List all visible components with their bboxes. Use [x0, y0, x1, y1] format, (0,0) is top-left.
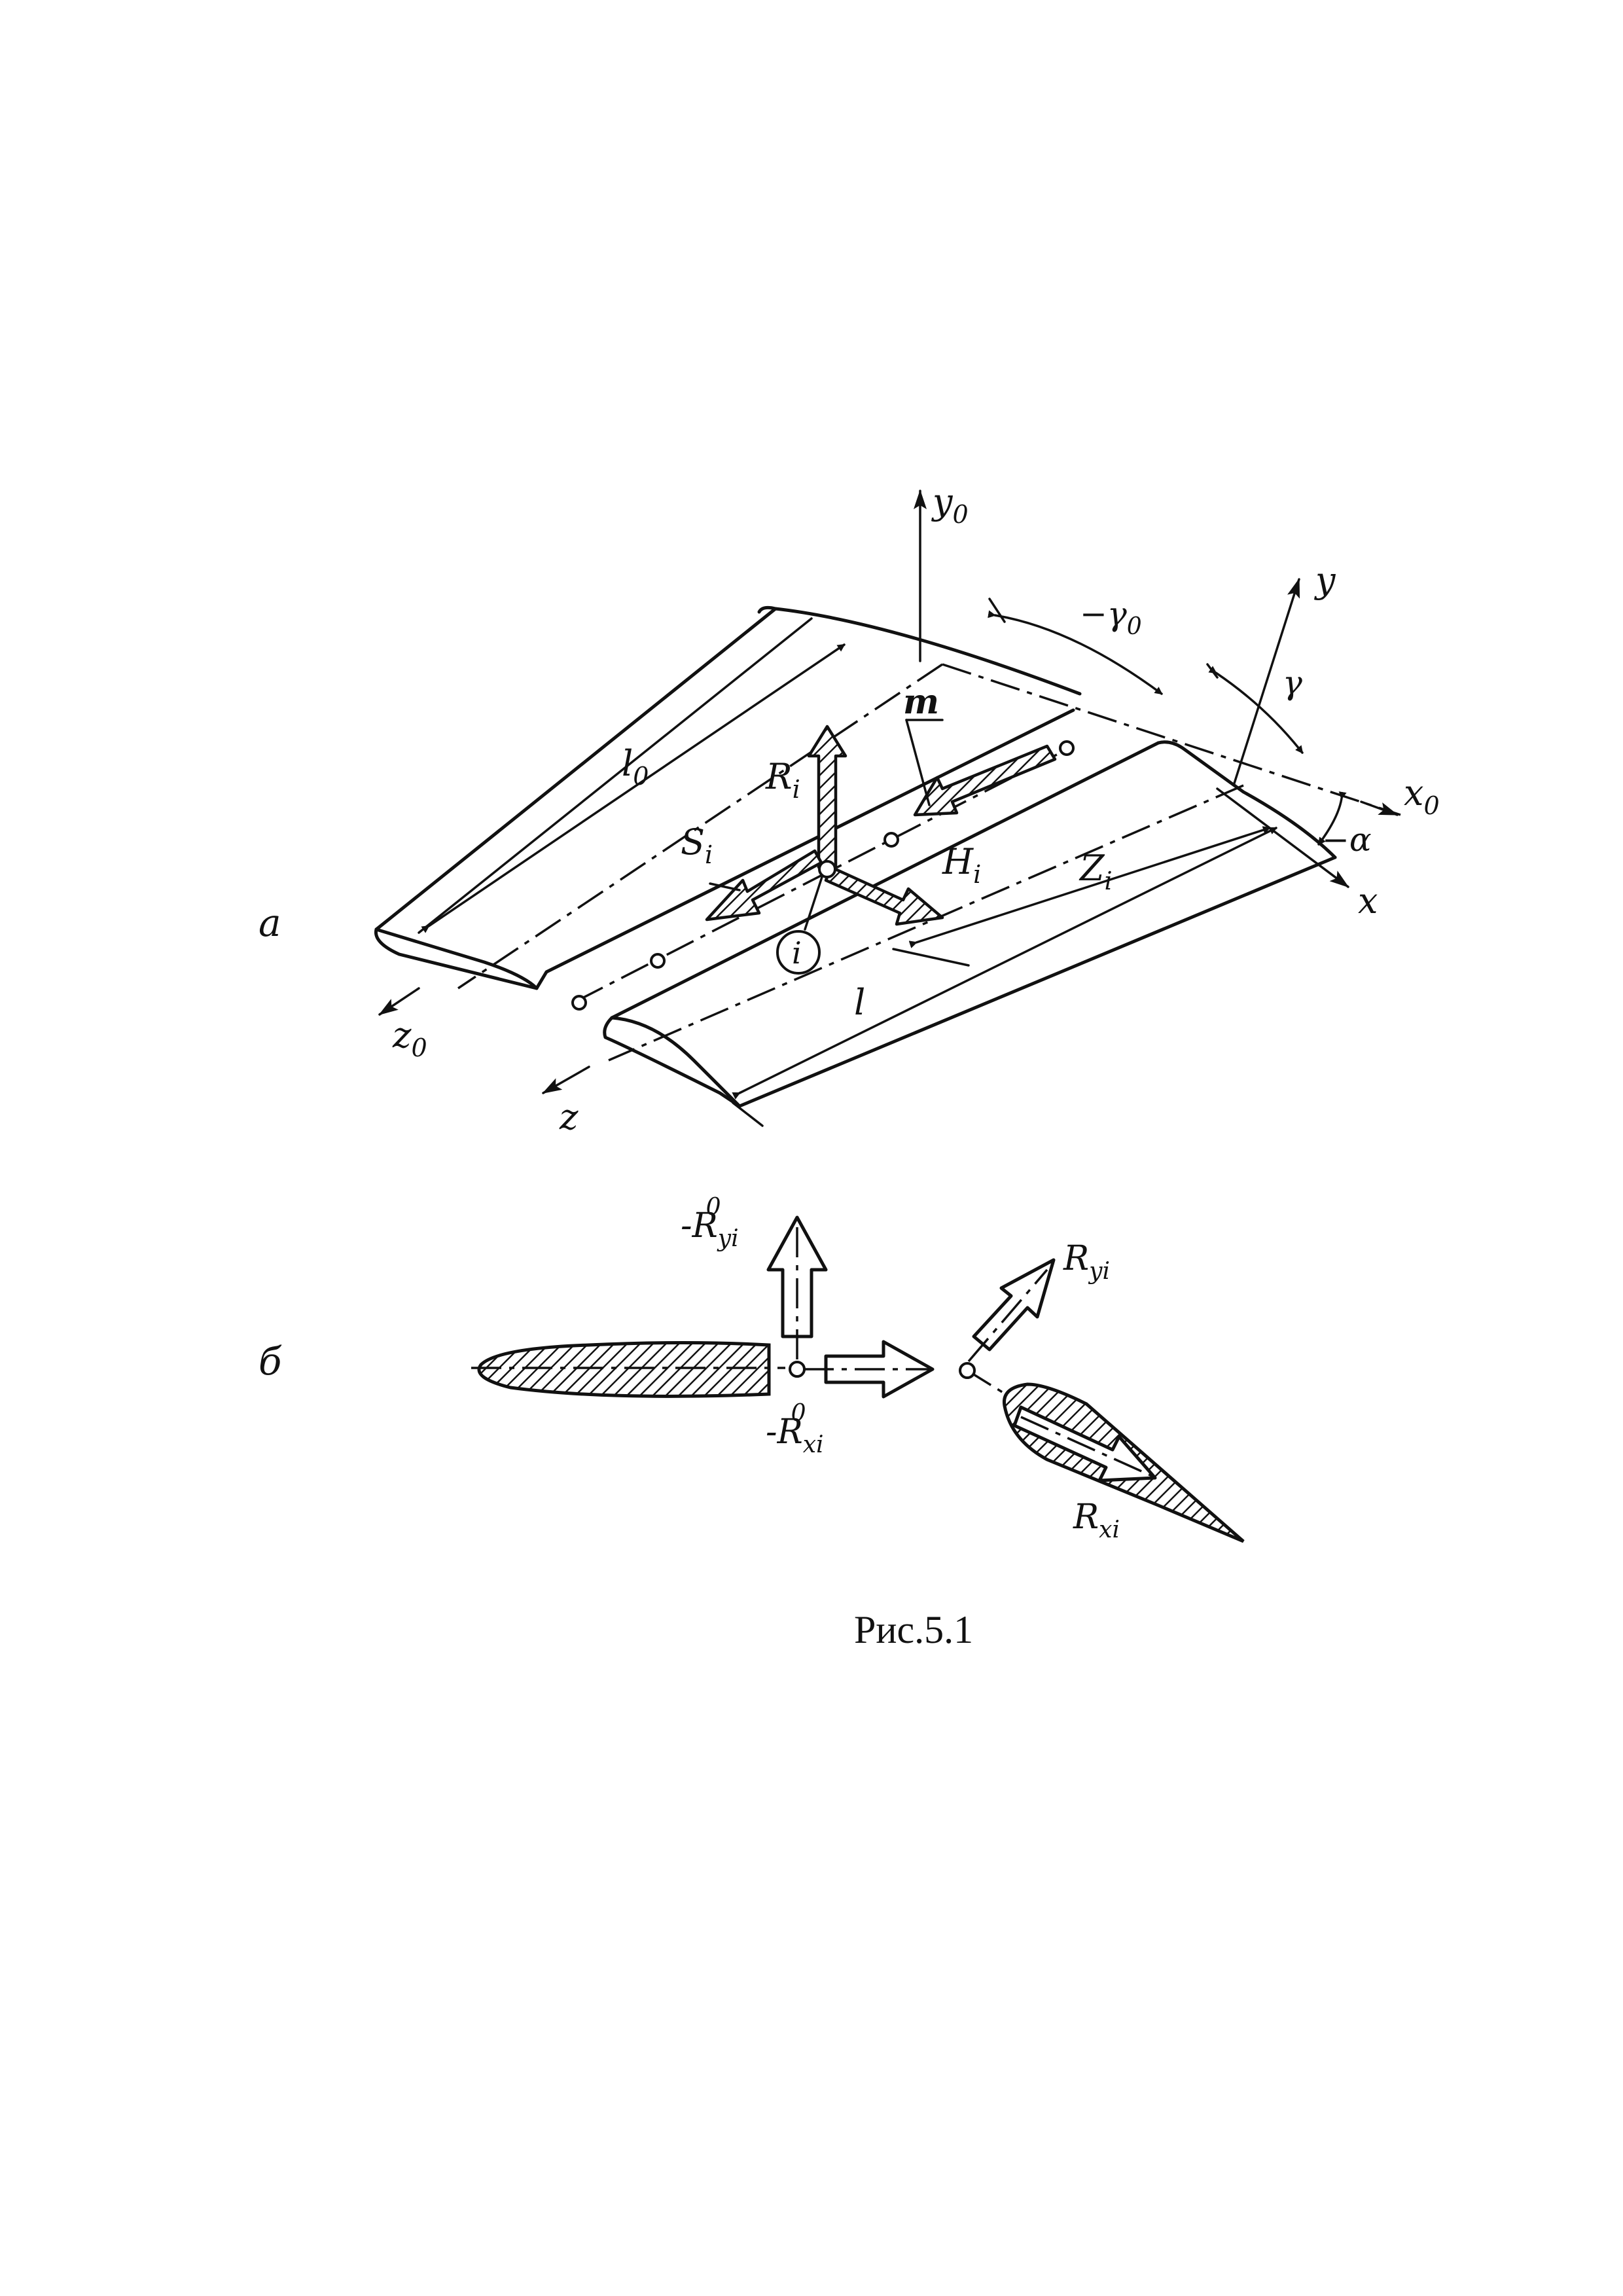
airfoil-neutral	[471, 1341, 785, 1398]
svg-text:γ: γ	[1283, 664, 1302, 702]
moment-arrow: m	[903, 682, 1057, 817]
panel-a: y0 y x0 x z0 z	[259, 481, 1440, 1138]
force-si-arrow: Si	[681, 821, 823, 922]
svg-text:Si: Si	[681, 821, 713, 869]
panel-label-a: а	[259, 901, 281, 945]
svg-text:z0: z0	[392, 1014, 427, 1062]
svg-text:Zi: Zi	[1079, 848, 1113, 895]
figure-caption: Рис.5.1	[854, 1608, 973, 1651]
node-i: i	[776, 860, 836, 975]
svg-text:-Ryi0: -Ryi0	[681, 1194, 739, 1252]
svg-text:l0: l0	[622, 743, 649, 791]
dimension-zi: Zi	[892, 826, 1271, 967]
svg-text:y: y	[1314, 560, 1336, 601]
hinge-point	[883, 832, 899, 848]
axis-y0: y0	[914, 481, 969, 662]
svg-text:Ryi: Ryi	[1063, 1239, 1110, 1285]
angle-gamma: γ	[1206, 663, 1304, 754]
hinge-point	[650, 953, 666, 969]
angle-gamma0: −γ0	[988, 595, 1163, 695]
hinge-deflected	[959, 1362, 976, 1379]
axis-z0: z0	[378, 663, 943, 1062]
svg-text:Rxi: Rxi	[1073, 1498, 1120, 1543]
svg-text:-Rxi0: -Rxi0	[766, 1400, 824, 1458]
axis-x: x	[1216, 787, 1378, 922]
angle-alpha: −α	[1317, 791, 1372, 859]
hinge-point	[571, 995, 587, 1011]
svg-text:m: m	[903, 682, 939, 722]
svg-text:x: x	[1358, 880, 1378, 922]
svg-text:y0: y0	[931, 481, 969, 529]
svg-text:x0: x0	[1404, 772, 1440, 820]
svg-text:−α: −α	[1322, 821, 1372, 859]
panel-label-b: б	[259, 1339, 282, 1384]
panel-b: б -Ryi0 -Rxi0 Rxi	[259, 1194, 1245, 1543]
svg-text:−γ0: −γ0	[1080, 595, 1142, 640]
force-ri-arrow: Ri	[765, 725, 847, 869]
movable-wing-outline	[603, 740, 1337, 1127]
force-hi-arrow: Hi	[824, 841, 981, 926]
airfoil-deflected: Rxi	[965, 1368, 1245, 1543]
svg-text:i: i	[792, 935, 802, 971]
hinge-point	[1059, 740, 1075, 756]
force-ryi0-arrow: -Ryi0	[681, 1194, 828, 1361]
force-ryi-arrow: Ryi	[967, 1239, 1110, 1363]
svg-text:Ri: Ri	[765, 756, 800, 804]
svg-text:z: z	[559, 1096, 579, 1138]
hinge-neutral	[789, 1361, 806, 1378]
axis-x0: x0	[942, 663, 1440, 820]
force-rxi0-arrow: -Rxi0	[766, 1340, 935, 1458]
svg-text:Hi: Hi	[942, 841, 981, 889]
dimension-l0: l0	[421, 643, 846, 933]
svg-text:l: l	[854, 982, 865, 1023]
